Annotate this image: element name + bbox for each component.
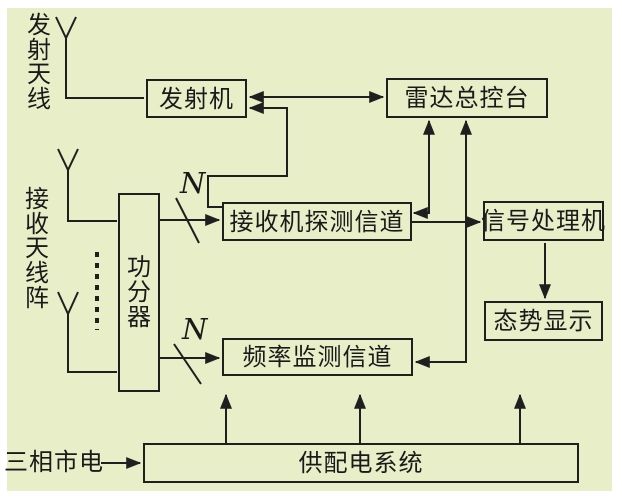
block-receiver-channel: 接收机探测信道 [222,202,412,241]
block-power-divider-label: 功分器 [127,252,152,332]
block-power-supply-label: 供配电系统 [298,449,424,477]
bus-slash-lower [173,343,202,385]
block-signal-processor-label: 信号处理机 [481,207,606,235]
label-bus-width-n-lower: N [182,312,208,346]
connector-receiver-transmitter [207,102,288,208]
block-transmitter: 发射机 [146,79,247,118]
label-bus-width-n-upper: N [180,166,206,200]
label-receive-antenna-array: 接收天线阵 [25,185,49,312]
connector-freqmonitor-console [414,119,472,368]
block-radar-console-label: 雷达总控台 [404,84,530,112]
label-three-phase-mains: 三相市电 [4,448,104,476]
label-transmit-antenna: 发射天线 [27,11,51,114]
block-power-supply: 供配电系统 [143,443,579,483]
block-freq-monitor-channel-label: 频率监测信道 [242,343,393,371]
block-situation-display-label: 态势显示 [493,307,594,335]
block-signal-processor: 信号处理机 [481,201,606,241]
receive-antenna-bottom-icon [57,291,117,373]
diagram-panel-background [7,8,612,491]
block-freq-monitor-channel: 频率监测信道 [222,338,413,376]
transmit-antenna-icon [55,16,144,99]
block-radar-console: 雷达总控台 [386,78,548,118]
block-situation-display: 态势显示 [484,301,603,341]
bus-slash-upper [175,197,200,244]
block-power-divider: 功分器 [118,193,160,392]
block-transmitter-label: 发射机 [159,84,234,113]
block-receiver-channel-label: 接收机探测信道 [229,207,405,236]
receive-antenna-top-icon [57,148,117,222]
connector-receiver-console [412,119,435,219]
